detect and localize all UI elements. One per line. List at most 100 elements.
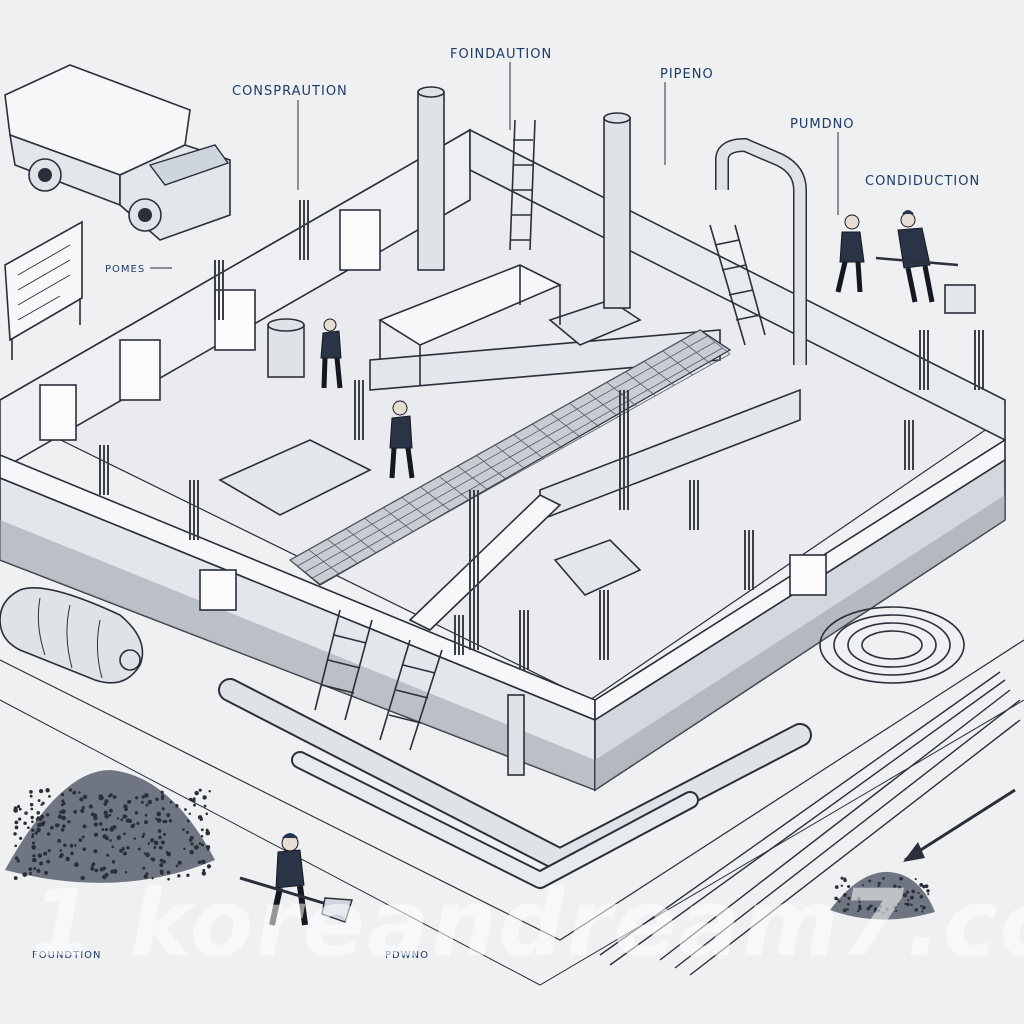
gravel-stone xyxy=(133,837,137,840)
gravel-stone xyxy=(838,900,841,903)
gravel-stone xyxy=(914,908,918,912)
gravel-stone xyxy=(144,813,148,817)
gravel-stone xyxy=(847,884,851,889)
gravel-stone xyxy=(842,908,847,913)
gravel-stone xyxy=(36,868,41,873)
gravel-stone xyxy=(182,828,185,832)
gravel-stone xyxy=(893,905,897,909)
gravel-stone xyxy=(59,849,63,852)
label-conduction: CONDIDUCTION xyxy=(865,174,980,189)
gravel-stone xyxy=(61,801,66,806)
gravel-stone xyxy=(29,794,33,798)
gravel-stone xyxy=(153,840,159,846)
gravel-stone xyxy=(30,807,34,811)
ladder[interactable] xyxy=(509,119,536,251)
mesh-line xyxy=(312,347,723,579)
gravel-stone xyxy=(98,822,103,826)
gravel-stone xyxy=(190,842,194,846)
gravel-stone xyxy=(156,818,162,823)
gravel-stone xyxy=(194,790,199,796)
gravel-stone xyxy=(906,899,910,902)
gravel-stone xyxy=(141,835,145,838)
ladder[interactable] xyxy=(314,609,373,721)
ladder[interactable] xyxy=(709,224,766,346)
label-pumdno: PUMDNO xyxy=(790,117,855,132)
gravel-stone xyxy=(31,841,36,845)
gravel-stone xyxy=(846,908,849,911)
gravel-stone xyxy=(122,851,127,856)
gravel-stone xyxy=(134,811,139,815)
truck-windshield xyxy=(148,144,230,186)
gravel-stone xyxy=(151,876,154,880)
vertical-pipe xyxy=(603,117,631,309)
mesh-line xyxy=(304,341,716,573)
gravel-stone xyxy=(858,901,861,904)
gravel-stone xyxy=(203,804,207,808)
gravel-stone xyxy=(99,867,104,872)
gravel-stone xyxy=(144,793,149,798)
worker xyxy=(835,214,865,293)
gravel-stone xyxy=(45,813,50,817)
gravel-stone xyxy=(873,907,878,911)
gravel-stone xyxy=(120,818,124,822)
gravel-stone xyxy=(74,844,77,847)
gravel-stone xyxy=(914,878,917,881)
gravel-stone xyxy=(28,867,33,872)
gravel-stone xyxy=(885,907,889,911)
gravel-stone xyxy=(62,824,66,828)
gravel-stone xyxy=(72,790,77,795)
gravel-stone xyxy=(205,812,209,816)
gravel-stone xyxy=(197,815,203,820)
gravel-stone xyxy=(163,832,167,836)
gravel-stone xyxy=(57,823,60,827)
gravel-stone xyxy=(186,819,190,823)
gravel-stone xyxy=(112,795,117,799)
gravel-stone xyxy=(65,856,70,862)
barrel xyxy=(267,324,305,378)
gravel-stone xyxy=(37,799,41,803)
signboard-icon xyxy=(4,220,83,360)
gravel-stone xyxy=(166,870,171,875)
vertical-pipe xyxy=(417,91,445,271)
gravel-stone xyxy=(110,828,114,832)
gravel-stone xyxy=(904,902,907,906)
ground-lines xyxy=(0,639,1024,986)
gravel-stone xyxy=(13,832,17,836)
gravel-stone xyxy=(877,881,881,886)
gravel-stone xyxy=(60,792,65,797)
gravel-stone xyxy=(124,814,128,818)
gravel-stone xyxy=(31,833,35,836)
scaffold-platform xyxy=(378,264,562,385)
gravel-stone xyxy=(122,832,126,836)
gravel-stone xyxy=(126,846,130,850)
gravel-stone xyxy=(877,908,881,913)
gravel-stone xyxy=(109,839,112,842)
gravel-stone xyxy=(104,828,109,832)
gravel-stone xyxy=(201,871,207,876)
gravel-stone xyxy=(93,849,98,854)
gravel-stone xyxy=(42,820,46,824)
gravel-base-right xyxy=(595,495,1005,790)
gravel-stone xyxy=(166,851,172,857)
gravel-stone xyxy=(921,905,926,910)
gravel-stone xyxy=(168,819,173,823)
worker xyxy=(389,400,415,479)
gravel-stone xyxy=(137,847,141,851)
gravel-stone xyxy=(40,814,45,819)
gravel-stone xyxy=(37,853,43,858)
gravel-stone xyxy=(73,862,79,867)
gravel-stone xyxy=(161,859,166,864)
gravel-stone xyxy=(158,835,162,840)
gravel-stone xyxy=(13,808,19,813)
gravel-stone xyxy=(116,817,120,820)
ladder[interactable] xyxy=(379,639,443,751)
gravel-stone xyxy=(198,842,202,845)
gravel-stone xyxy=(843,878,847,883)
gravel-stone xyxy=(67,820,71,824)
gravel-stone xyxy=(917,891,920,895)
gravel-stone xyxy=(202,795,207,800)
gravel-stone xyxy=(147,842,151,845)
gravel-stone xyxy=(47,849,51,853)
gravel-stone xyxy=(111,860,116,864)
